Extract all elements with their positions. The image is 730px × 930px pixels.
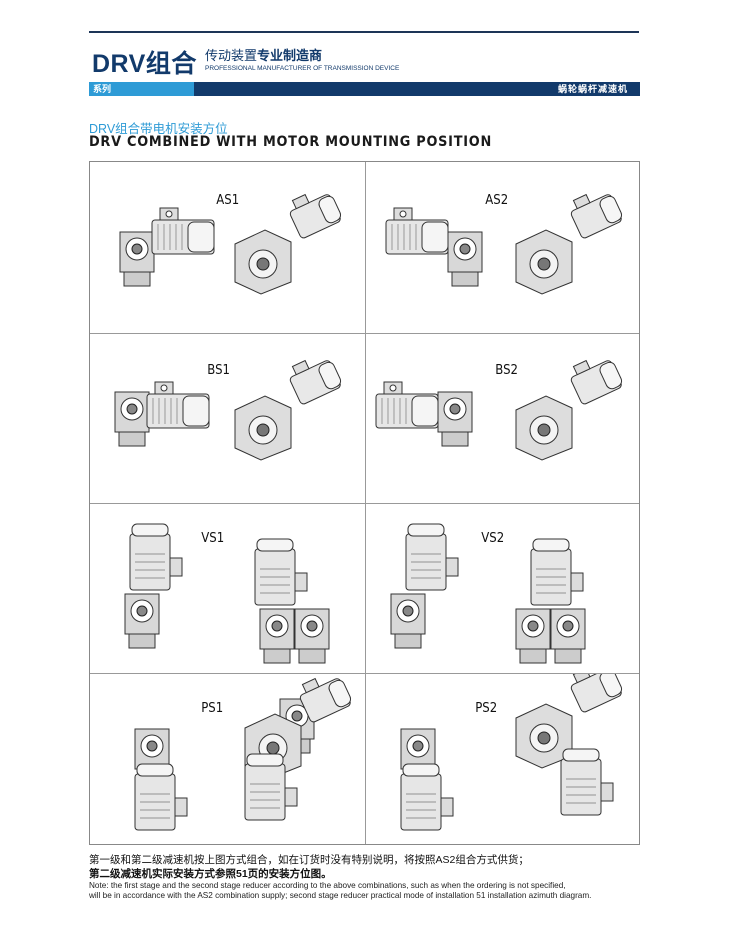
position-cell-vs1: VS1: [90, 504, 366, 674]
position-label: AS1: [216, 193, 240, 208]
position-cell-ps1: PS1: [90, 674, 366, 844]
vs1-diagram: [124, 523, 330, 664]
bs2-diagram: [375, 349, 625, 461]
tagline-cn-bold: 专业制造商: [257, 48, 323, 63]
position-label: AS2: [485, 193, 509, 208]
note-cn: 第一级和第二级减速机按上图方式组合，如在订货时没有特别说明，将按照AS2组合方式…: [89, 853, 529, 881]
section-title-en: DRV COMBINED WITH MOTOR MOUNTING POSITIO…: [89, 134, 492, 150]
as2-diagram: [385, 183, 625, 295]
as1-diagram: [119, 183, 344, 295]
series-bar: 系列 蜗轮蜗杆减速机: [89, 82, 640, 96]
position-label: PS2: [475, 701, 498, 716]
tagline-cn-normal: 传动装置: [205, 48, 258, 63]
category-label: 蜗轮蜗杆减速机: [557, 84, 628, 94]
bs1-diagram: [114, 349, 344, 461]
note-cn-line2: 第二级减速机实际安装方式参照51页的安装方位图。: [89, 868, 332, 880]
series-label: 系列: [89, 82, 194, 96]
tagline-en: PROFESSIONAL MANUFACTURER OF TRANSMISSIO…: [205, 65, 400, 72]
position-cell-ps2: PS2: [366, 674, 639, 844]
vs2-diagram: [390, 523, 586, 664]
position-label: VS1: [201, 531, 225, 546]
position-cell-bs2: BS2: [366, 334, 639, 504]
note-cn-line1: 第一级和第二级减速机按上图方式组合，如在订货时没有特别说明，将按照AS2组合方式…: [89, 854, 529, 866]
ps1-diagram: [134, 674, 354, 831]
note-en-line1: Note: the first stage and the second sta…: [89, 881, 566, 890]
position-cell-bs1: BS1: [90, 334, 366, 504]
tagline-cn: 传动装置专业制造商: [205, 45, 322, 64]
note-en-line2: will be in accordance with the AS2 combi…: [89, 891, 592, 900]
ps2-diagram: [400, 674, 625, 831]
position-label: VS2: [481, 531, 505, 546]
position-cell-as1: AS1: [90, 162, 366, 334]
position-cell-as2: AS2: [366, 162, 639, 334]
position-label: PS1: [201, 701, 224, 716]
mounting-position-grid: AS1 AS2 BS1 BS2 VS1: [89, 161, 640, 845]
position-label: BS1: [207, 363, 230, 378]
note-en: Note: the first stage and the second sta…: [89, 881, 591, 901]
section-title-cn: DRV组合带电机安装方位: [89, 122, 228, 136]
brand-title: DRV组合: [92, 50, 197, 78]
position-label: BS2: [495, 363, 518, 378]
position-cell-vs2: VS2: [366, 504, 639, 674]
header-rule: [89, 31, 639, 33]
